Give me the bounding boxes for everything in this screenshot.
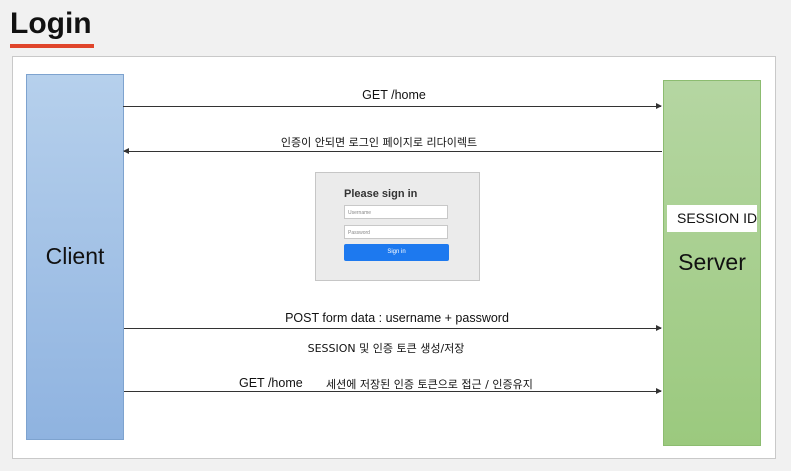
- arrow-post: [124, 325, 662, 331]
- session-id-box: SESSION ID: [667, 205, 757, 232]
- page-title: Login: [10, 7, 92, 40]
- sign-in-button: Sign in: [344, 244, 449, 261]
- server-label: Server: [678, 249, 746, 275]
- client-label: Client: [45, 243, 105, 269]
- arrow-get-home: [123, 103, 662, 109]
- arrow-redirect: [123, 148, 662, 154]
- password-field: Password: [344, 225, 448, 239]
- msg-session-keep-label: 세션에 저장된 인증 토큰으로 접근 / 인증유지: [326, 378, 533, 391]
- login-form-mockup: Please sign in Username Password Sign in: [315, 172, 480, 281]
- client-box: Client: [26, 74, 124, 440]
- msg-post-label: POST form data : username + password: [285, 311, 509, 325]
- server-box: Server: [663, 80, 761, 446]
- login-form-title: Please sign in: [344, 188, 418, 200]
- msg-session-label: SESSION 및 인증 토큰 생성/저장: [307, 342, 465, 355]
- username-field: Username: [344, 205, 448, 219]
- msg-get-home-session-label: GET /home: [239, 376, 303, 390]
- title-underline: [10, 44, 94, 48]
- msg-get-home-label: GET /home: [362, 88, 426, 102]
- arrow-get-home-session: [124, 388, 662, 394]
- msg-redirect-label: 인증이 안되면 로그인 페이지로 리다이렉트: [280, 136, 478, 149]
